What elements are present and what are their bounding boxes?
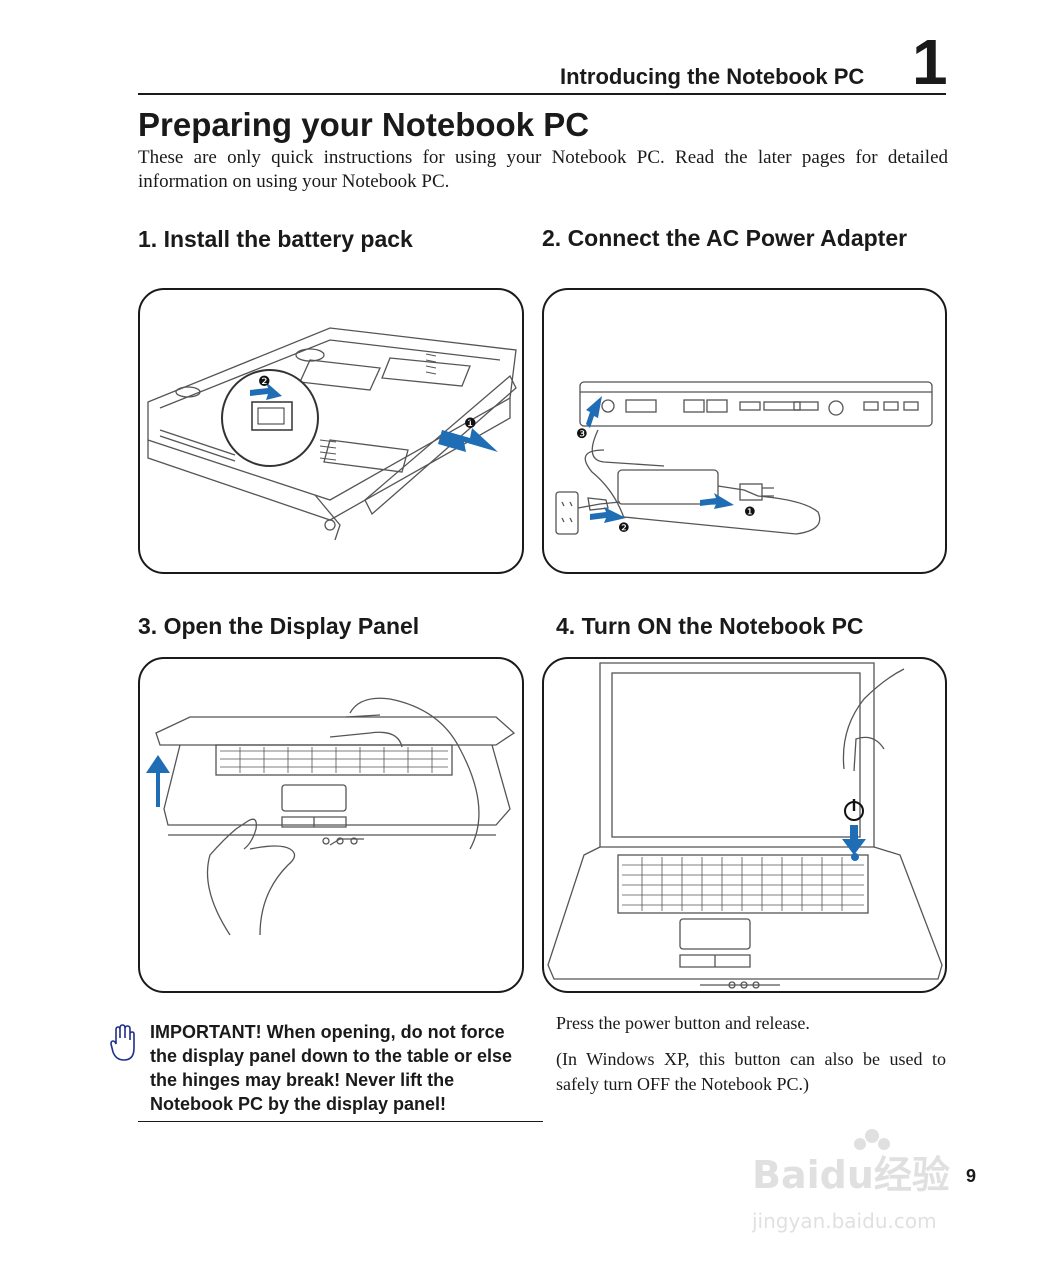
arrow-down-icon [842,825,866,855]
adapter-illustration: ❸ ❷ ❶ [542,288,947,574]
press-power-text: Press the power button and release. [556,1013,810,1033]
intro-text: These are only quick instructions for us… [138,147,948,192]
battery-drawing: ❷ ❶ [147,327,517,541]
note-rule [138,1121,543,1122]
important-note: IMPORTANT! When opening, do not force th… [150,1022,513,1114]
marker-1: ❶ [464,416,477,432]
chapter-number: 1 [912,26,948,98]
page-number: 9 [966,1166,977,1186]
windows-xp-note: (In Windows XP, this button can also be … [556,1049,946,1094]
step-2-heading: 2. Connect the AC Power Adapter [542,225,908,251]
raised-hand-icon [110,1024,136,1062]
battery-illustration: ❷ ❶ [138,288,524,574]
watermark-brand: Baidu经验 [752,1153,950,1197]
open-display-illustration [138,657,524,993]
chapter-title: Introducing the Notebook PC [560,64,865,89]
power-icon [844,799,864,821]
marker-2: ❷ [618,521,630,536]
step-4-heading: 4. Turn ON the Notebook PC [556,613,864,639]
adapter-drawing: ❸ ❷ ❶ [555,381,933,536]
marker-2: ❷ [258,374,271,390]
power-on-drawing [547,662,943,989]
page-title: Preparing your Notebook PC [138,106,590,143]
arrow-up-icon [146,755,170,807]
marker-1: ❶ [744,505,756,520]
watermark-url: jingyan.baidu.com [752,1209,937,1233]
header-rule [138,93,946,95]
step-1-heading: 1. Install the battery pack [138,226,413,252]
marker-3: ❸ [576,427,588,442]
power-on-illustration [542,657,947,993]
step-3-heading: 3. Open the Display Panel [138,613,420,639]
open-display-drawing [146,697,516,936]
baidu-watermark: Baidu经验 jingyan.baidu.com [751,1128,992,1238]
